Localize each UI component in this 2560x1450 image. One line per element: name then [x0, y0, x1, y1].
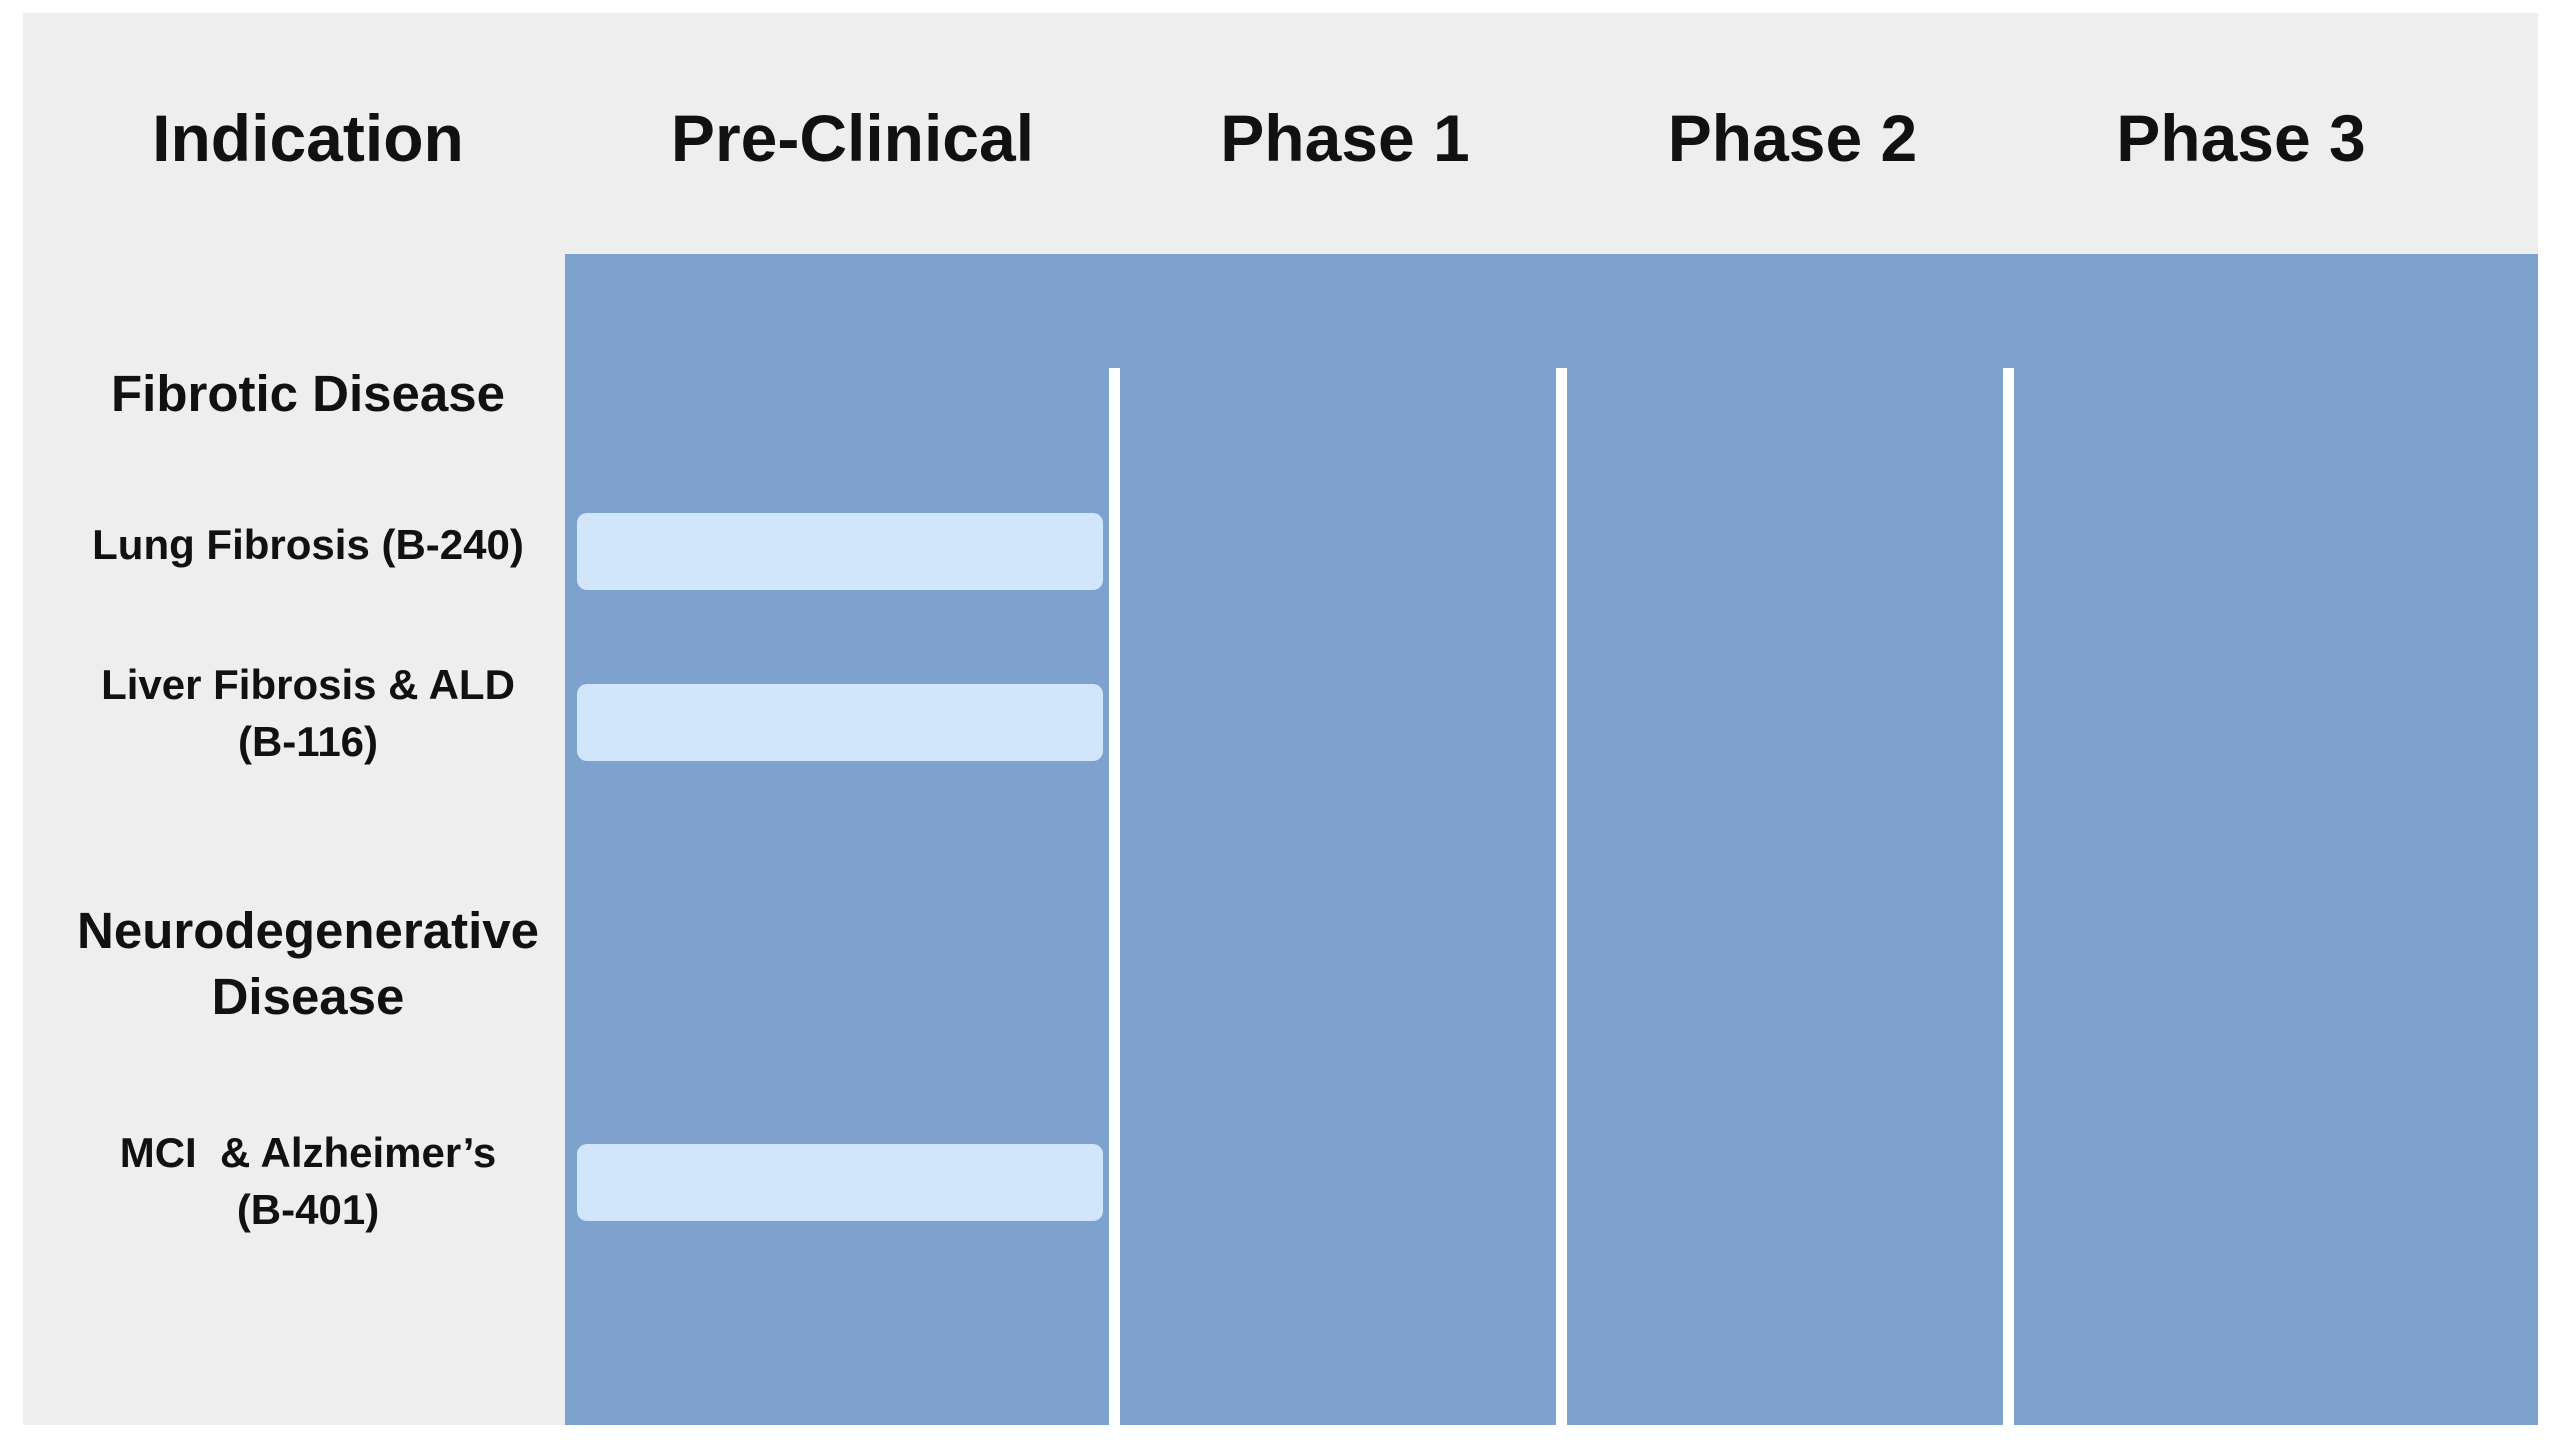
divider-phase2-phase3 [2003, 368, 2014, 1425]
progress-bar-liver-fibrosis [577, 684, 1103, 761]
group-label-neurodegenerative-disease: Neurodegenerative Disease [53, 898, 563, 1030]
divider-preclinical-phase1 [1109, 368, 1120, 1425]
program-label-line: (B-401) [236, 1186, 380, 1233]
pipeline-panel [565, 254, 2538, 1425]
progress-bar-mci-alzheimers [577, 1144, 1103, 1221]
header-phase-3: Phase 3 [2116, 101, 2366, 175]
group-label-line: Fibrotic Disease [111, 365, 505, 422]
group-label-fibrotic-disease: Fibrotic Disease [53, 361, 563, 427]
header-preclinical: Pre-Clinical [670, 101, 1035, 175]
program-label-line: Liver Fibrosis & ALD [101, 661, 515, 708]
program-label-line: (B-116) [237, 718, 379, 765]
group-label-line: Disease [211, 968, 405, 1025]
program-label-line: Lung Fibrosis (B-240) [92, 521, 524, 568]
header-indication: Indication [152, 101, 464, 175]
header-phase-2: Phase 2 [1667, 101, 1918, 175]
program-label-line: MCI & Alzheimer’s [119, 1129, 497, 1176]
pipeline-slide: Indication Pre-Clinical Phase 1 Phase 2 … [23, 13, 2538, 1425]
divider-phase1-phase2 [1556, 368, 1567, 1425]
program-label-liver-fibrosis: Liver Fibrosis & ALD (B-116) [53, 656, 563, 770]
program-label-mci-alzheimers: MCI & Alzheimer’s (B-401) [53, 1124, 563, 1238]
group-label-line: Neurodegenerative [77, 902, 539, 959]
progress-bar-lung-fibrosis [577, 513, 1103, 590]
program-label-lung-fibrosis: Lung Fibrosis (B-240) [53, 516, 563, 573]
header-phase-1: Phase 1 [1220, 101, 1470, 175]
